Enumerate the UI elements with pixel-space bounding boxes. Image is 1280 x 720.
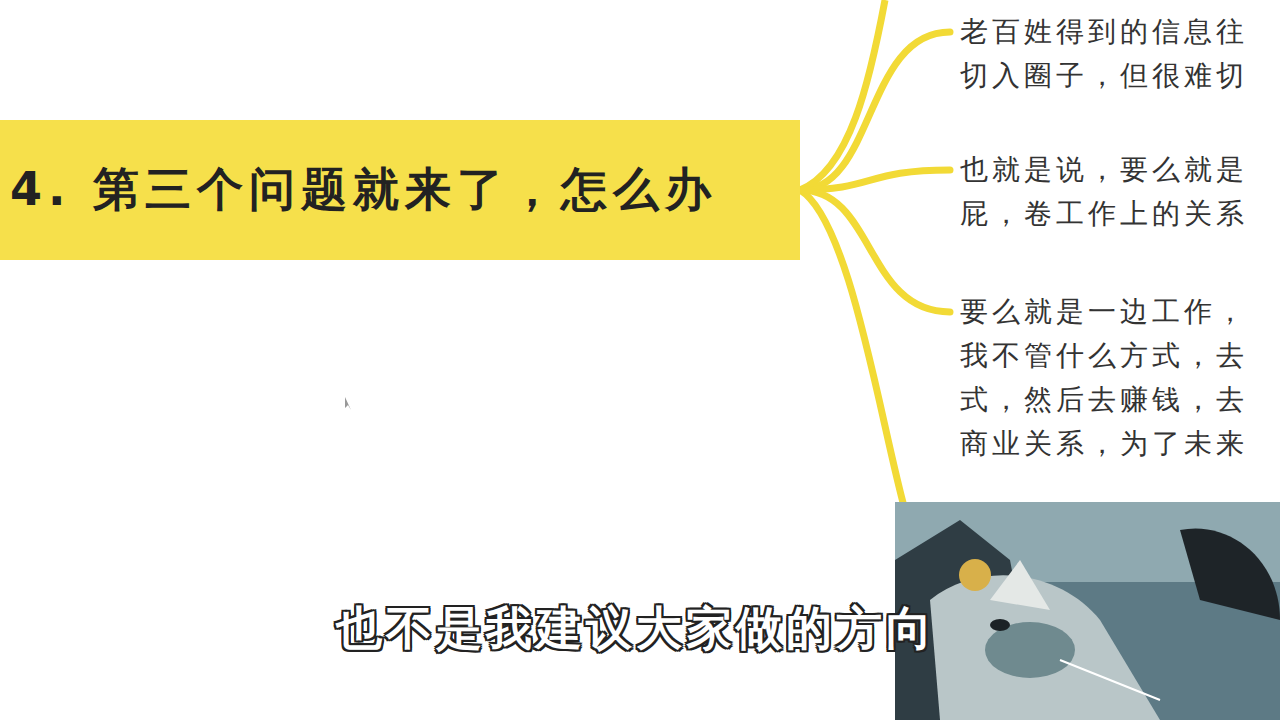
branch-node: 要么就是一边工作， 我不管什么方式，去 式，然后去赚钱，去 商业关系，为了未来 bbox=[950, 290, 1260, 466]
branch-node: 也就是说，要么就是 屁，卷工作上的关系 bbox=[950, 148, 1260, 236]
topic-band: 4. 第三个问题就来了，怎么办 bbox=[0, 120, 800, 260]
branch-text: 老百姓得到的信息往 切入圈子，但很难切 bbox=[960, 10, 1260, 98]
branch-text: 也就是说，要么就是 屁，卷工作上的关系 bbox=[960, 148, 1260, 236]
branch-line bbox=[800, 190, 950, 312]
topic-title: 4. 第三个问题就来了，怎么办 bbox=[10, 159, 718, 221]
mouse-cursor bbox=[345, 397, 351, 410]
dog-photo bbox=[895, 502, 1280, 720]
branch-line bbox=[800, 32, 950, 190]
branch-line bbox=[800, 190, 905, 510]
branch-line bbox=[800, 170, 950, 190]
branch-text: 要么就是一边工作， 我不管什么方式，去 式，然后去赚钱，去 商业关系，为了未来 bbox=[960, 290, 1260, 466]
subtitle-caption: 也不是我建议大家做的方向 bbox=[336, 598, 936, 660]
branch-node: 老百姓得到的信息往 切入圈子，但很难切 bbox=[950, 10, 1260, 98]
